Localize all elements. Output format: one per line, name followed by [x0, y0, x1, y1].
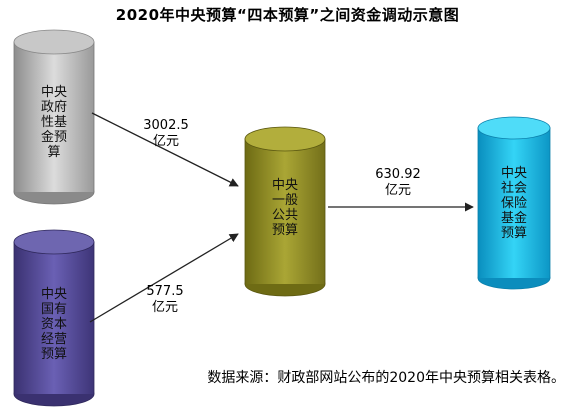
- flow-amount: 630.92: [375, 167, 421, 182]
- node-label-general-public: 中央 一般 公共 预算: [271, 178, 298, 238]
- diagram-title: 2020年中央预算“四本预算”之间资金调动示意图: [115, 6, 460, 24]
- node-label-gov-fund: 中央 政府 性基 金预 算: [40, 85, 67, 160]
- flow-amount: 577.5: [146, 284, 184, 299]
- cylinder-social-security: [477, 116, 551, 290]
- data-source-note: 数据来源：财政部网站公布的2020年中央预算相关表格。: [207, 370, 565, 386]
- cylinder-soe-capital: [13, 229, 95, 407]
- node-label-social-security: 中央 社会 保险 基金 预算: [500, 166, 527, 241]
- flow-amount: 3002.5: [143, 118, 189, 133]
- arrow-soe-to-general: [89, 233, 239, 323]
- cylinder-general-public: [244, 126, 326, 297]
- flow-label-soe-to-general: 577.5 亿元: [135, 284, 195, 316]
- arrow-gov-to-general: [91, 112, 239, 187]
- flow-unit: 亿元: [152, 134, 179, 149]
- node-label-soe-capital: 中央 国有 资本 经营 预算: [40, 287, 67, 362]
- cylinder-gov-fund: [13, 29, 95, 205]
- flow-unit: 亿元: [384, 183, 411, 198]
- flow-unit: 亿元: [151, 300, 178, 315]
- flow-label-general-to-social: 630.92 亿元: [366, 167, 430, 199]
- flow-label-gov-to-general: 3002.5 亿元: [136, 118, 196, 150]
